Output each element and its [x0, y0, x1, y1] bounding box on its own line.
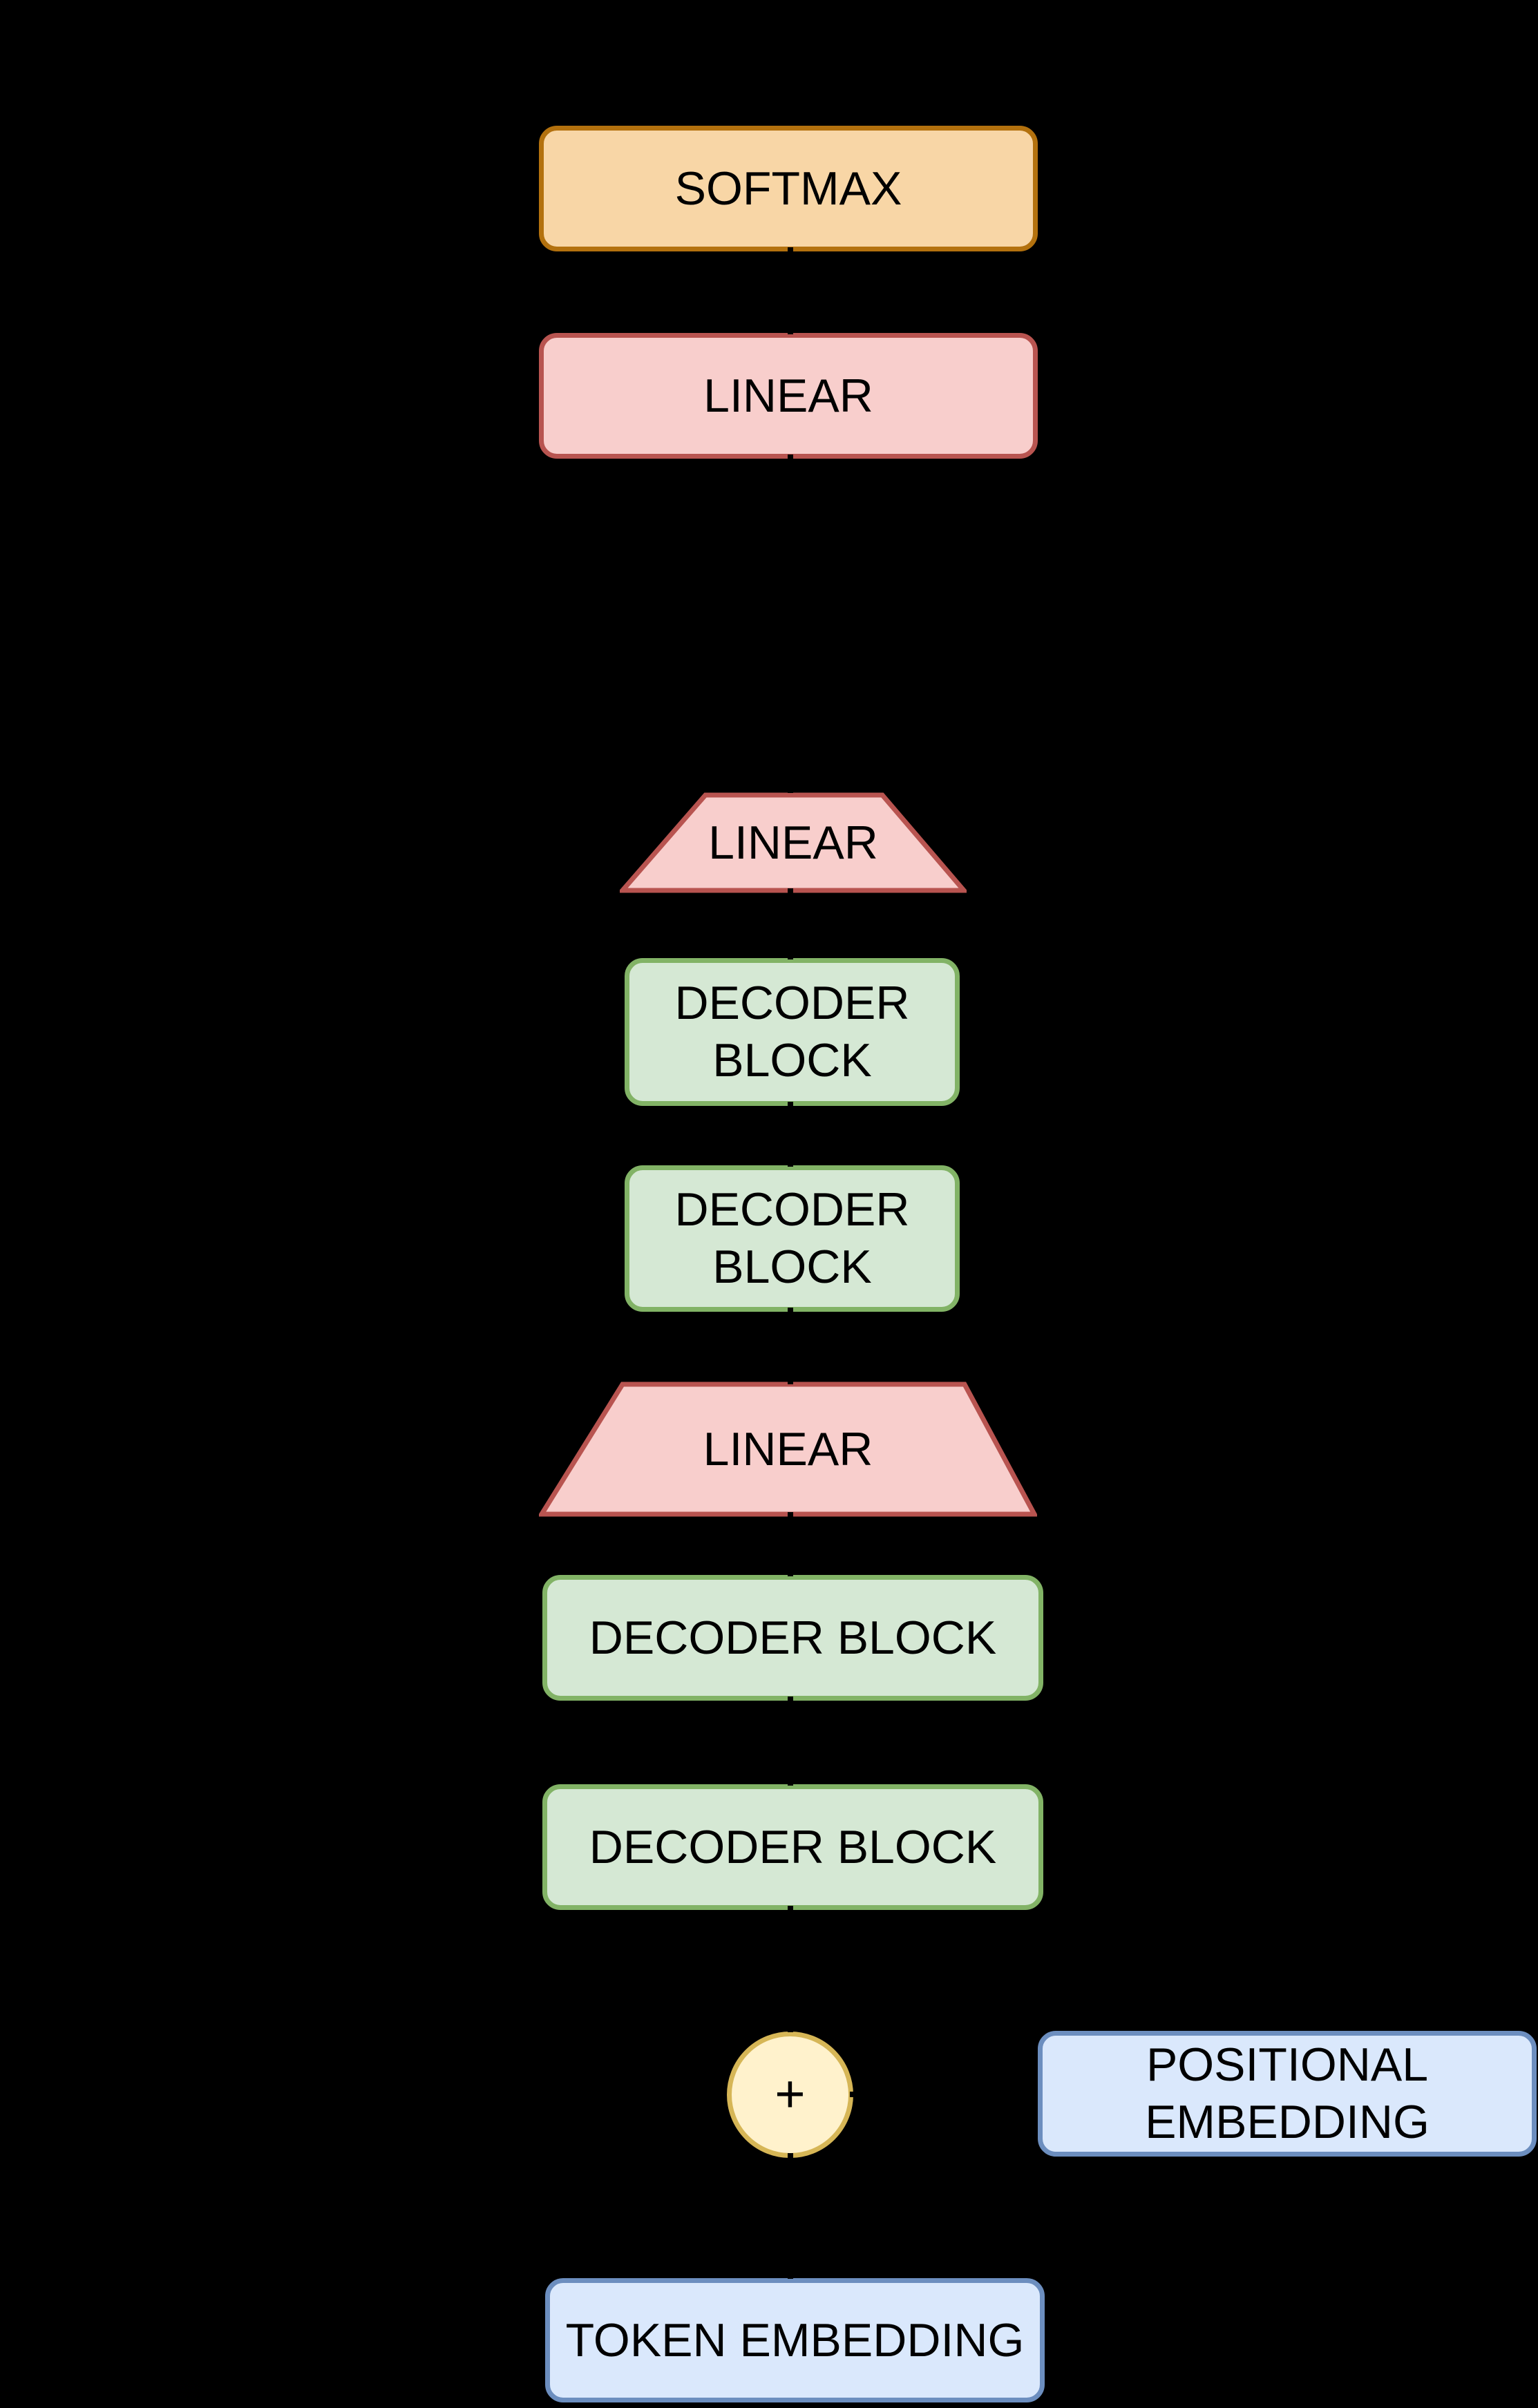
connector-tick	[850, 2092, 860, 2097]
node-add-circle: +	[727, 2032, 853, 2158]
connector-tick	[788, 2023, 793, 2032]
node-decoder-block-narrow-1: DECODER BLOCK	[625, 958, 960, 1106]
node-linear-trapezoid-small: LINEAR	[620, 792, 967, 893]
decoder-block-1-label: DECODER BLOCK	[589, 1611, 997, 1664]
token-embedding-label: TOKEN EMBEDDING	[565, 2313, 1025, 2367]
connector-tick	[788, 455, 793, 464]
connector-tick	[788, 325, 793, 334]
connector-tick	[788, 1512, 793, 1522]
linear-trapezoid-large-label: LINEAR	[703, 1422, 873, 1475]
trapezoid-shape	[539, 1382, 1037, 1517]
connector-tick	[788, 1157, 793, 1167]
node-linear-trapezoid-large: LINEAR	[539, 1382, 1037, 1517]
connector-tick	[788, 1308, 793, 1317]
node-decoder-block-2: DECODER BLOCK	[542, 1784, 1043, 1910]
softmax-label: SOFTMAX	[674, 162, 902, 215]
connector-tick	[788, 1906, 793, 1915]
linear-output-label: LINEAR	[703, 369, 873, 422]
node-linear-output: LINEAR	[539, 333, 1038, 459]
connector-tick	[788, 888, 793, 898]
plus-icon: +	[775, 2065, 806, 2124]
connector-tick	[788, 2153, 793, 2163]
trapezoid-shape	[620, 792, 967, 893]
positional-embedding-label: POSITIONAL EMBEDDING	[1145, 2038, 1430, 2148]
connector-tick	[1027, 2092, 1036, 2097]
connector-tick	[788, 1776, 793, 1786]
connector-tick	[788, 1102, 793, 1111]
decoder-block-2-label: DECODER BLOCK	[589, 1820, 997, 1873]
node-decoder-block-narrow-2: DECODER BLOCK	[625, 1165, 960, 1312]
connector-tick	[788, 1697, 793, 1706]
node-token-embedding: TOKEN EMBEDDING	[545, 2278, 1045, 2402]
connector-tick	[788, 1567, 793, 1576]
decoder-block-narrow-2-label: DECODER BLOCK	[674, 1183, 910, 1293]
node-decoder-block-1: DECODER BLOCK	[542, 1575, 1043, 1701]
decoder-block-narrow-1-label: DECODER BLOCK	[674, 977, 910, 1087]
connector-tick	[788, 2269, 793, 2279]
connector-tick	[788, 1375, 793, 1384]
node-softmax: SOFTMAX	[539, 126, 1038, 251]
node-positional-embedding: POSITIONAL EMBEDDING	[1038, 2031, 1537, 2157]
connector-tick	[788, 783, 793, 793]
connector-tick	[788, 950, 793, 959]
connector-tick	[788, 247, 793, 257]
linear-trapezoid-small-label: LINEAR	[708, 816, 878, 869]
